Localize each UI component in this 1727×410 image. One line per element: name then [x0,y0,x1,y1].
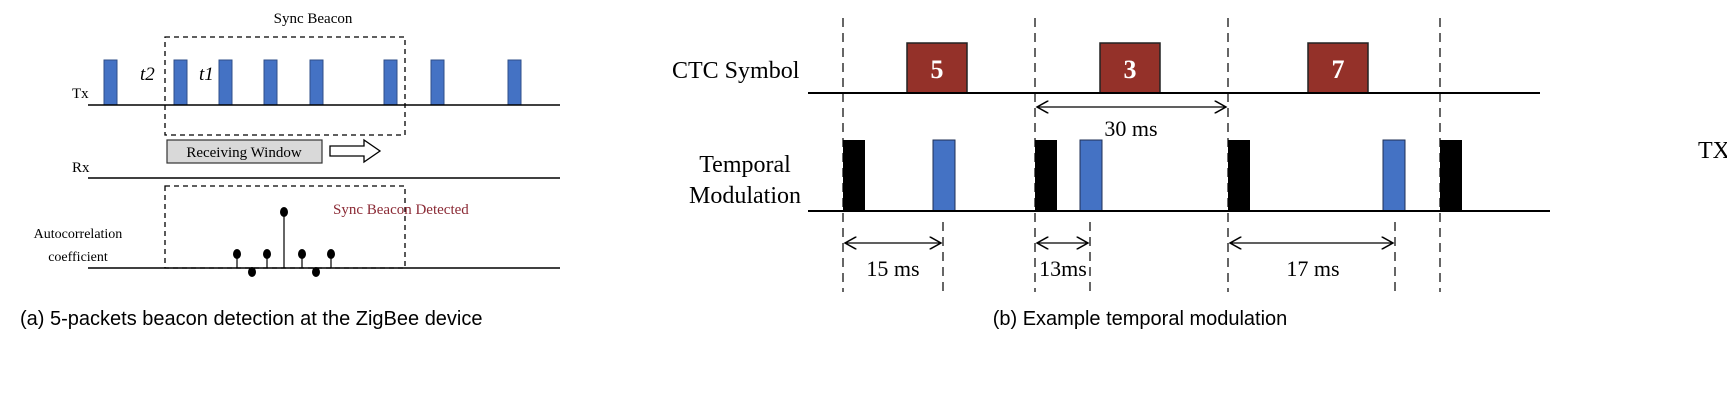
ctc-symbol-label: CTC Symbol [672,58,800,84]
stem-dot [248,267,256,277]
stem-dot [298,249,306,259]
panel-a: Sync Beacon Tx t2 t1 Receiving Window Rx… [20,11,560,330]
tx-label-b: TX [1698,138,1727,164]
delay-label-2: 13ms [1039,256,1087,281]
sync-pulse [1228,140,1250,211]
t2-label: t2 [140,64,155,85]
receiving-window [166,139,323,164]
tx-pulse [430,59,445,106]
data-pulse [1079,139,1103,212]
t1-label: t1 [199,64,214,85]
modulation-label: Modulation [689,183,801,209]
coefficient-label: coefficient [48,250,108,265]
autocorrelation-label: Autocorrelation [34,227,123,242]
tx-pulse [507,59,522,106]
tx-pulse [263,59,278,106]
data-pulse [1382,139,1406,212]
tx-pulses [103,59,522,106]
ctc-symbol-box [1307,42,1369,94]
caption-a: (a) 5-packets beacon detection at the Zi… [20,308,483,330]
panel-b: CTC Symbol 5 3 7 30 ms Temporal Modulation… [672,18,1727,330]
tx-label: Tx [72,86,89,102]
sync-pulse [1440,140,1462,211]
rx-label: Rx [72,160,90,176]
tx-pulse [309,59,324,106]
ctc-symbol-box [906,42,968,94]
receiving-window-label: Receiving Window [186,145,302,161]
autocorrelation-stems [233,207,335,277]
ctc-symbol-value: 5 [931,55,944,84]
temporal-label: Temporal [699,152,791,178]
sync-beacon-title: Sync Beacon [274,11,353,27]
ctc-symbols: 5 3 7 [906,42,1369,94]
detection-box [164,185,406,269]
stem-dot [233,249,241,259]
stem-dot [280,207,288,217]
modulation-pulses [843,139,1462,212]
caption-b: (b) Example temporal modulation [993,308,1288,330]
tx-pulse [103,59,118,106]
stem-dot [327,249,335,259]
ctc-symbol-value: 3 [1124,55,1137,84]
period-label: 30 ms [1104,116,1157,141]
right-arrow-icon [329,138,382,164]
delay-label-1: 15 ms [866,256,919,281]
sync-beacon-detected-label: Sync Beacon Detected [333,202,469,218]
ctc-symbol-box [1099,42,1161,94]
sync-pulse [1035,140,1057,211]
stem-dot [312,267,320,277]
delay-label-3: 17 ms [1286,256,1339,281]
tx-pulse [383,59,398,106]
sync-pulse [843,140,865,211]
tx-pulse [218,59,233,106]
stem-dot [263,249,271,259]
data-pulse [932,139,956,212]
tx-pulse [173,59,188,106]
ctc-symbol-value: 7 [1332,55,1345,84]
sync-beacon-box [164,36,406,136]
